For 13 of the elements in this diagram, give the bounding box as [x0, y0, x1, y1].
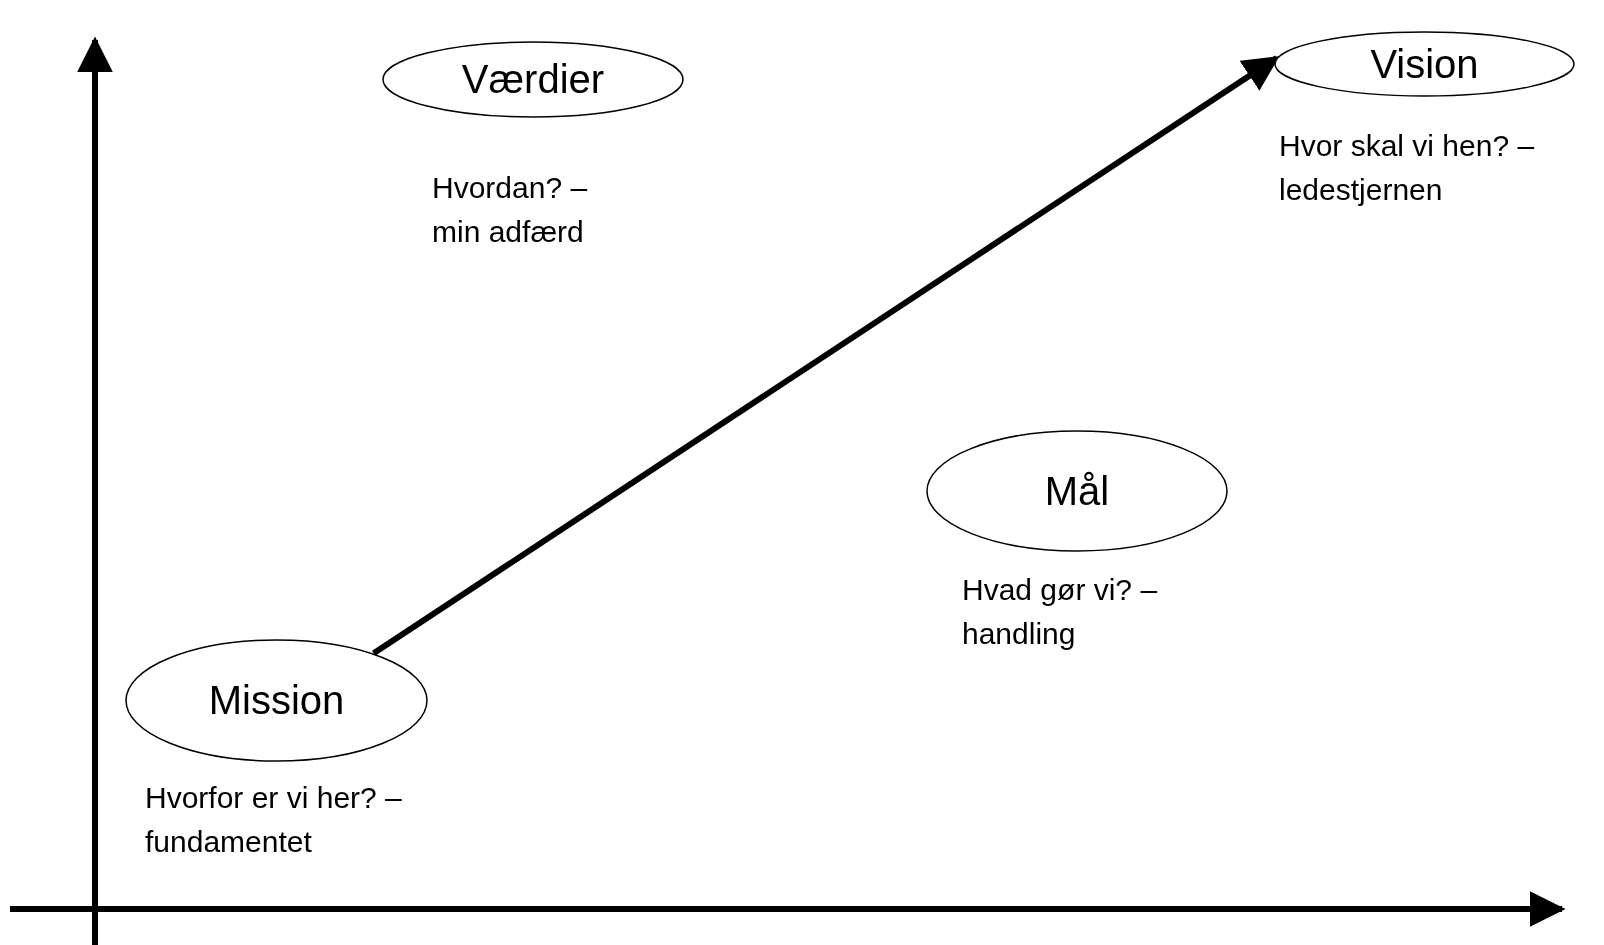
- caption-text: Hvorfor er vi her? – fundamentet: [145, 780, 403, 860]
- ellipse-node: [926, 430, 1228, 552]
- caption-text: Hvordan? – min adfærd: [432, 170, 589, 250]
- ellipse-node: [1274, 31, 1575, 97]
- node-label: Mission: [208, 678, 345, 723]
- arrow: [372, 55, 1280, 656]
- node-label: Mål: [1044, 468, 1110, 514]
- ellipse-node: [125, 639, 428, 762]
- node-label: Vision: [1370, 41, 1479, 87]
- caption-text: Hvor skal vi hen? – ledestjernen: [1279, 128, 1536, 208]
- node-label: Værdier: [461, 57, 605, 102]
- caption-text: Hvad gør vi? – handling: [962, 572, 1159, 652]
- ellipse-node: [382, 41, 684, 118]
